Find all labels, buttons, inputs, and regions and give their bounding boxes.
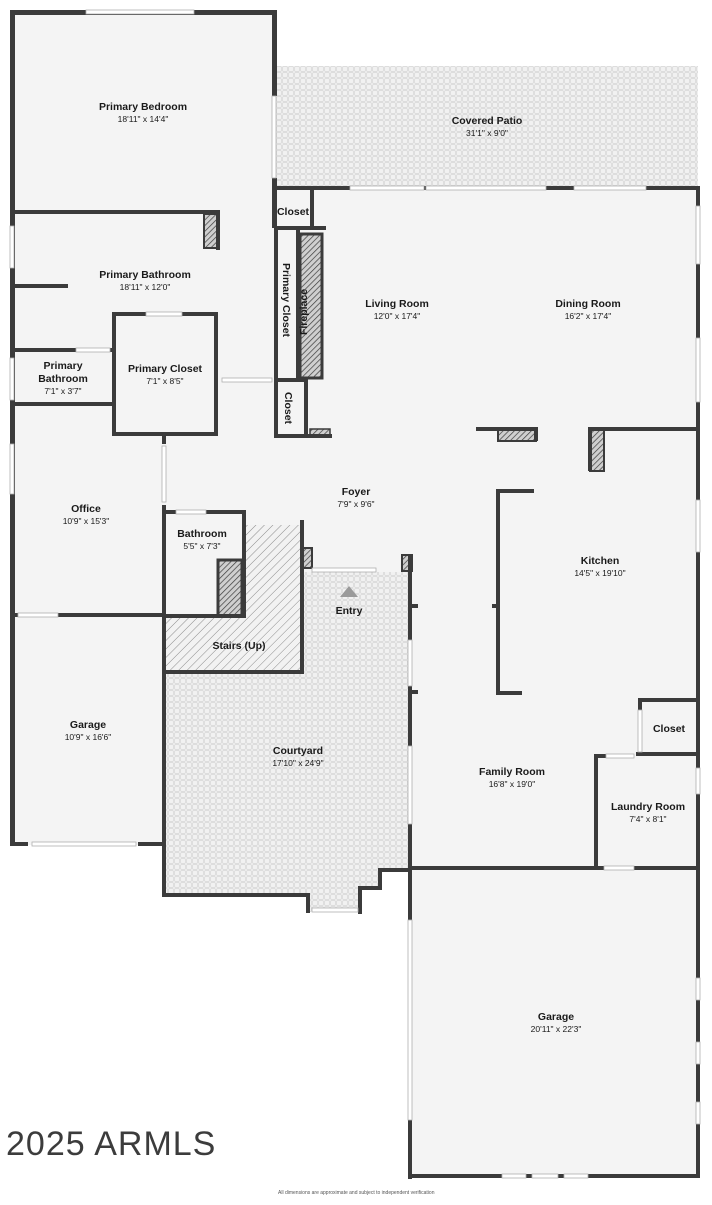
dining-room-dims: 16'2" x 17'4": [565, 311, 612, 321]
office-dims: 10'9" x 15'3": [63, 516, 110, 526]
primary-bedroom-dims: 18'11" x 14'4": [118, 114, 169, 124]
fireplace-name: Fireplace: [298, 289, 310, 335]
watermark: 2025 ARMLS: [6, 1125, 217, 1163]
garage-small-name: Garage: [70, 719, 106, 731]
foyer-dims: 7'9" x 9'6": [337, 499, 374, 509]
garage-large-name: Garage: [538, 1011, 574, 1023]
garage-large-dims: 20'11" x 22'3": [531, 1024, 582, 1034]
primary-bathroom-small-dims: 7'1" x 3'7": [44, 386, 81, 396]
primary-bathroom-name: Primary Bathroom: [99, 269, 191, 281]
primary-bathroom-small-name-line2: Bathroom: [38, 373, 88, 385]
closet-top-name: Closet: [277, 206, 310, 218]
stairs-name: Stairs (Up): [212, 640, 265, 652]
stairs-hatch: [166, 525, 300, 672]
bathroom-name: Bathroom: [177, 528, 227, 540]
wall-hatch-1: [203, 213, 219, 249]
living-room-dims: 12'0" x 17'4": [374, 311, 421, 321]
bathroom-dims: 5'5" x 7'3": [183, 541, 220, 551]
windows: [9, 9, 701, 1179]
garage-small-dims: 10'9" x 16'6": [65, 732, 112, 742]
family-room-name: Family Room: [479, 766, 545, 778]
dining-room-name: Dining Room: [555, 298, 620, 310]
kitchen-name: Kitchen: [581, 555, 620, 567]
primary-bathroom-dims: 18'11" x 12'0": [120, 282, 171, 292]
primary-closet-name: Primary Closet: [128, 363, 203, 375]
wall-hatch-4: [589, 428, 605, 472]
foyer-name: Foyer: [342, 486, 371, 498]
wall-hatch-2: [216, 558, 244, 618]
office-name: Office: [71, 503, 101, 515]
courtyard-name: Courtyard: [273, 745, 323, 757]
primary-bathroom-small-name-line1: Primary: [43, 360, 82, 372]
kitchen-dims: 14'5" x 19'10": [574, 568, 625, 578]
family-room-dims: 16'8" x 19'0": [489, 779, 536, 789]
primary-bedroom-name: Primary Bedroom: [99, 101, 187, 113]
entry-name: Entry: [336, 605, 363, 617]
covered-patio-paving: [276, 66, 698, 188]
covered-patio-name: Covered Patio: [452, 115, 523, 127]
primary-closet-dims: 7'1" x 8'5": [146, 376, 183, 386]
primary-closet-vertical-name: Primary Closet: [280, 263, 292, 338]
entry-arrow-icon: [340, 586, 358, 597]
courtyard-paving: [164, 572, 410, 912]
courtyard-dims: 17'10" x 24'9": [272, 758, 323, 768]
laundry-room-dims: 7'4" x 8'1": [629, 814, 666, 824]
disclaimer: All dimensions are approximate and subje…: [278, 1190, 435, 1196]
laundry-room-name: Laundry Room: [611, 801, 685, 813]
closet-mid-name: Closet: [282, 392, 294, 425]
covered-patio-dims: 31'1" x 9'0": [466, 128, 508, 138]
living-room-name: Living Room: [365, 298, 429, 310]
closet-right-name: Closet: [653, 723, 686, 735]
